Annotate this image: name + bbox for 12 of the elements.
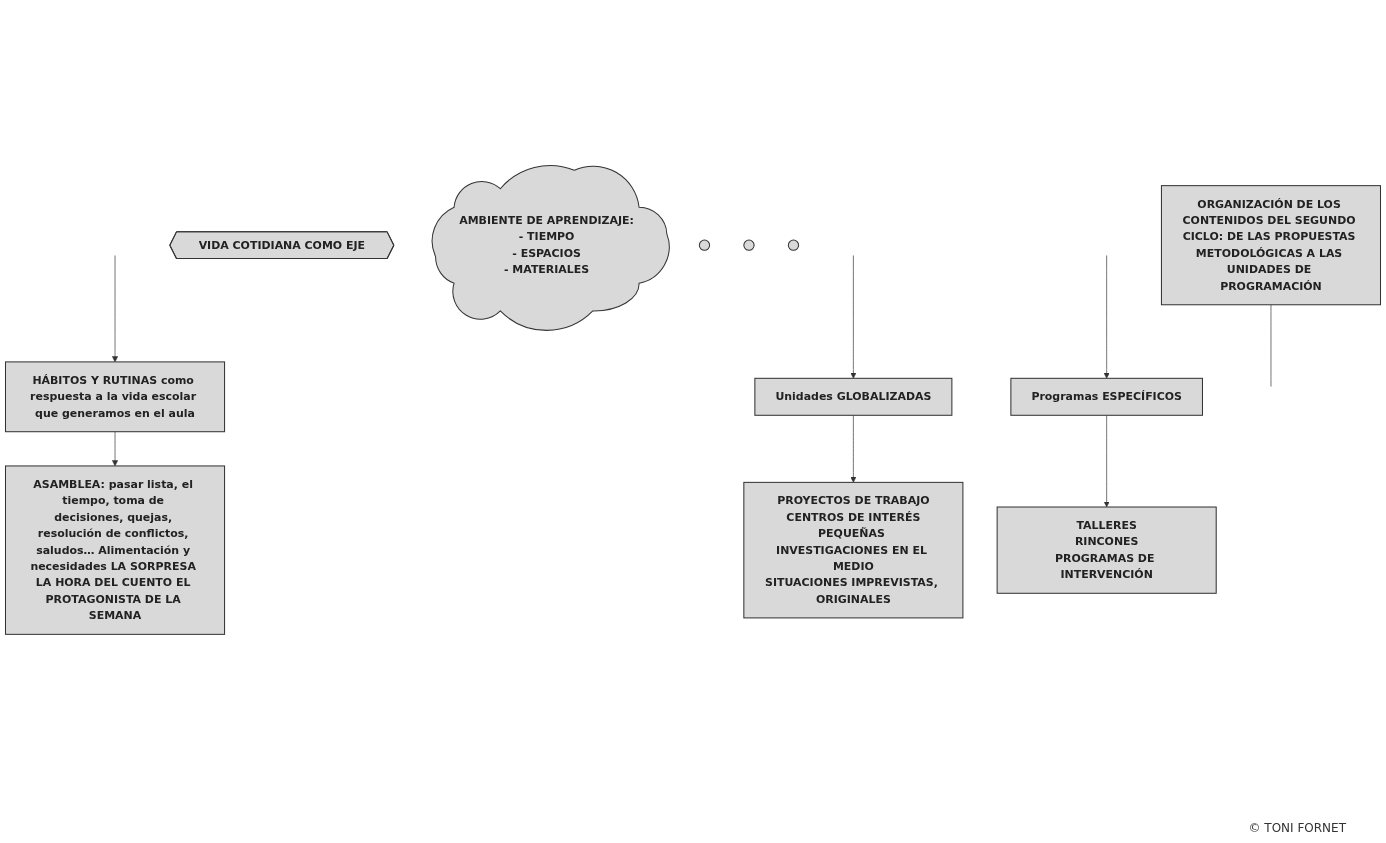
node-box: ORGANIZACIÓN DE LOS CONTENIDOS DEL SEGUNDO CICLO: DE LAS PROPUESTAS METODOLÓGICAS A LAS UNIDADES DE PROGRAMACIÓN [1160, 185, 1381, 306]
node-box: Unidades GLOBALIZADAS [754, 377, 953, 416]
node-ellipse [698, 239, 711, 251]
connector [1270, 304, 1272, 387]
node-ellipse [743, 239, 755, 251]
node-ellipse [787, 239, 800, 251]
node-box: ASAMBLEA: pasar lista, el tiempo, toma de decisiones, quejas, resolución de conflictos, saludos… Alimentación y necesidades LA SORPRESA LA HORA DEL CUENTO EL PROTAGONISTA DE LA SEMANA [5, 465, 226, 635]
node-box: PROYECTOS DE TRABAJO CENTROS DE INTERÉS PEQUEÑAS INVESTIGACIONES EN EL MEDIO SITUACIONES IMPREVISTAS, ORIGINALES [743, 481, 964, 619]
node-box: TALLERES RINCONES PROGRAMAS DE INTERVENCIÓN [996, 506, 1217, 594]
node-box: HÁBITOS Y RUTINAS como respuesta a la vida escolar que generamos en el aula [5, 361, 226, 433]
node-box: Programas ESPECÍFICOS [1010, 377, 1203, 416]
copyright-note: © TONI FORNET [1248, 821, 1346, 835]
